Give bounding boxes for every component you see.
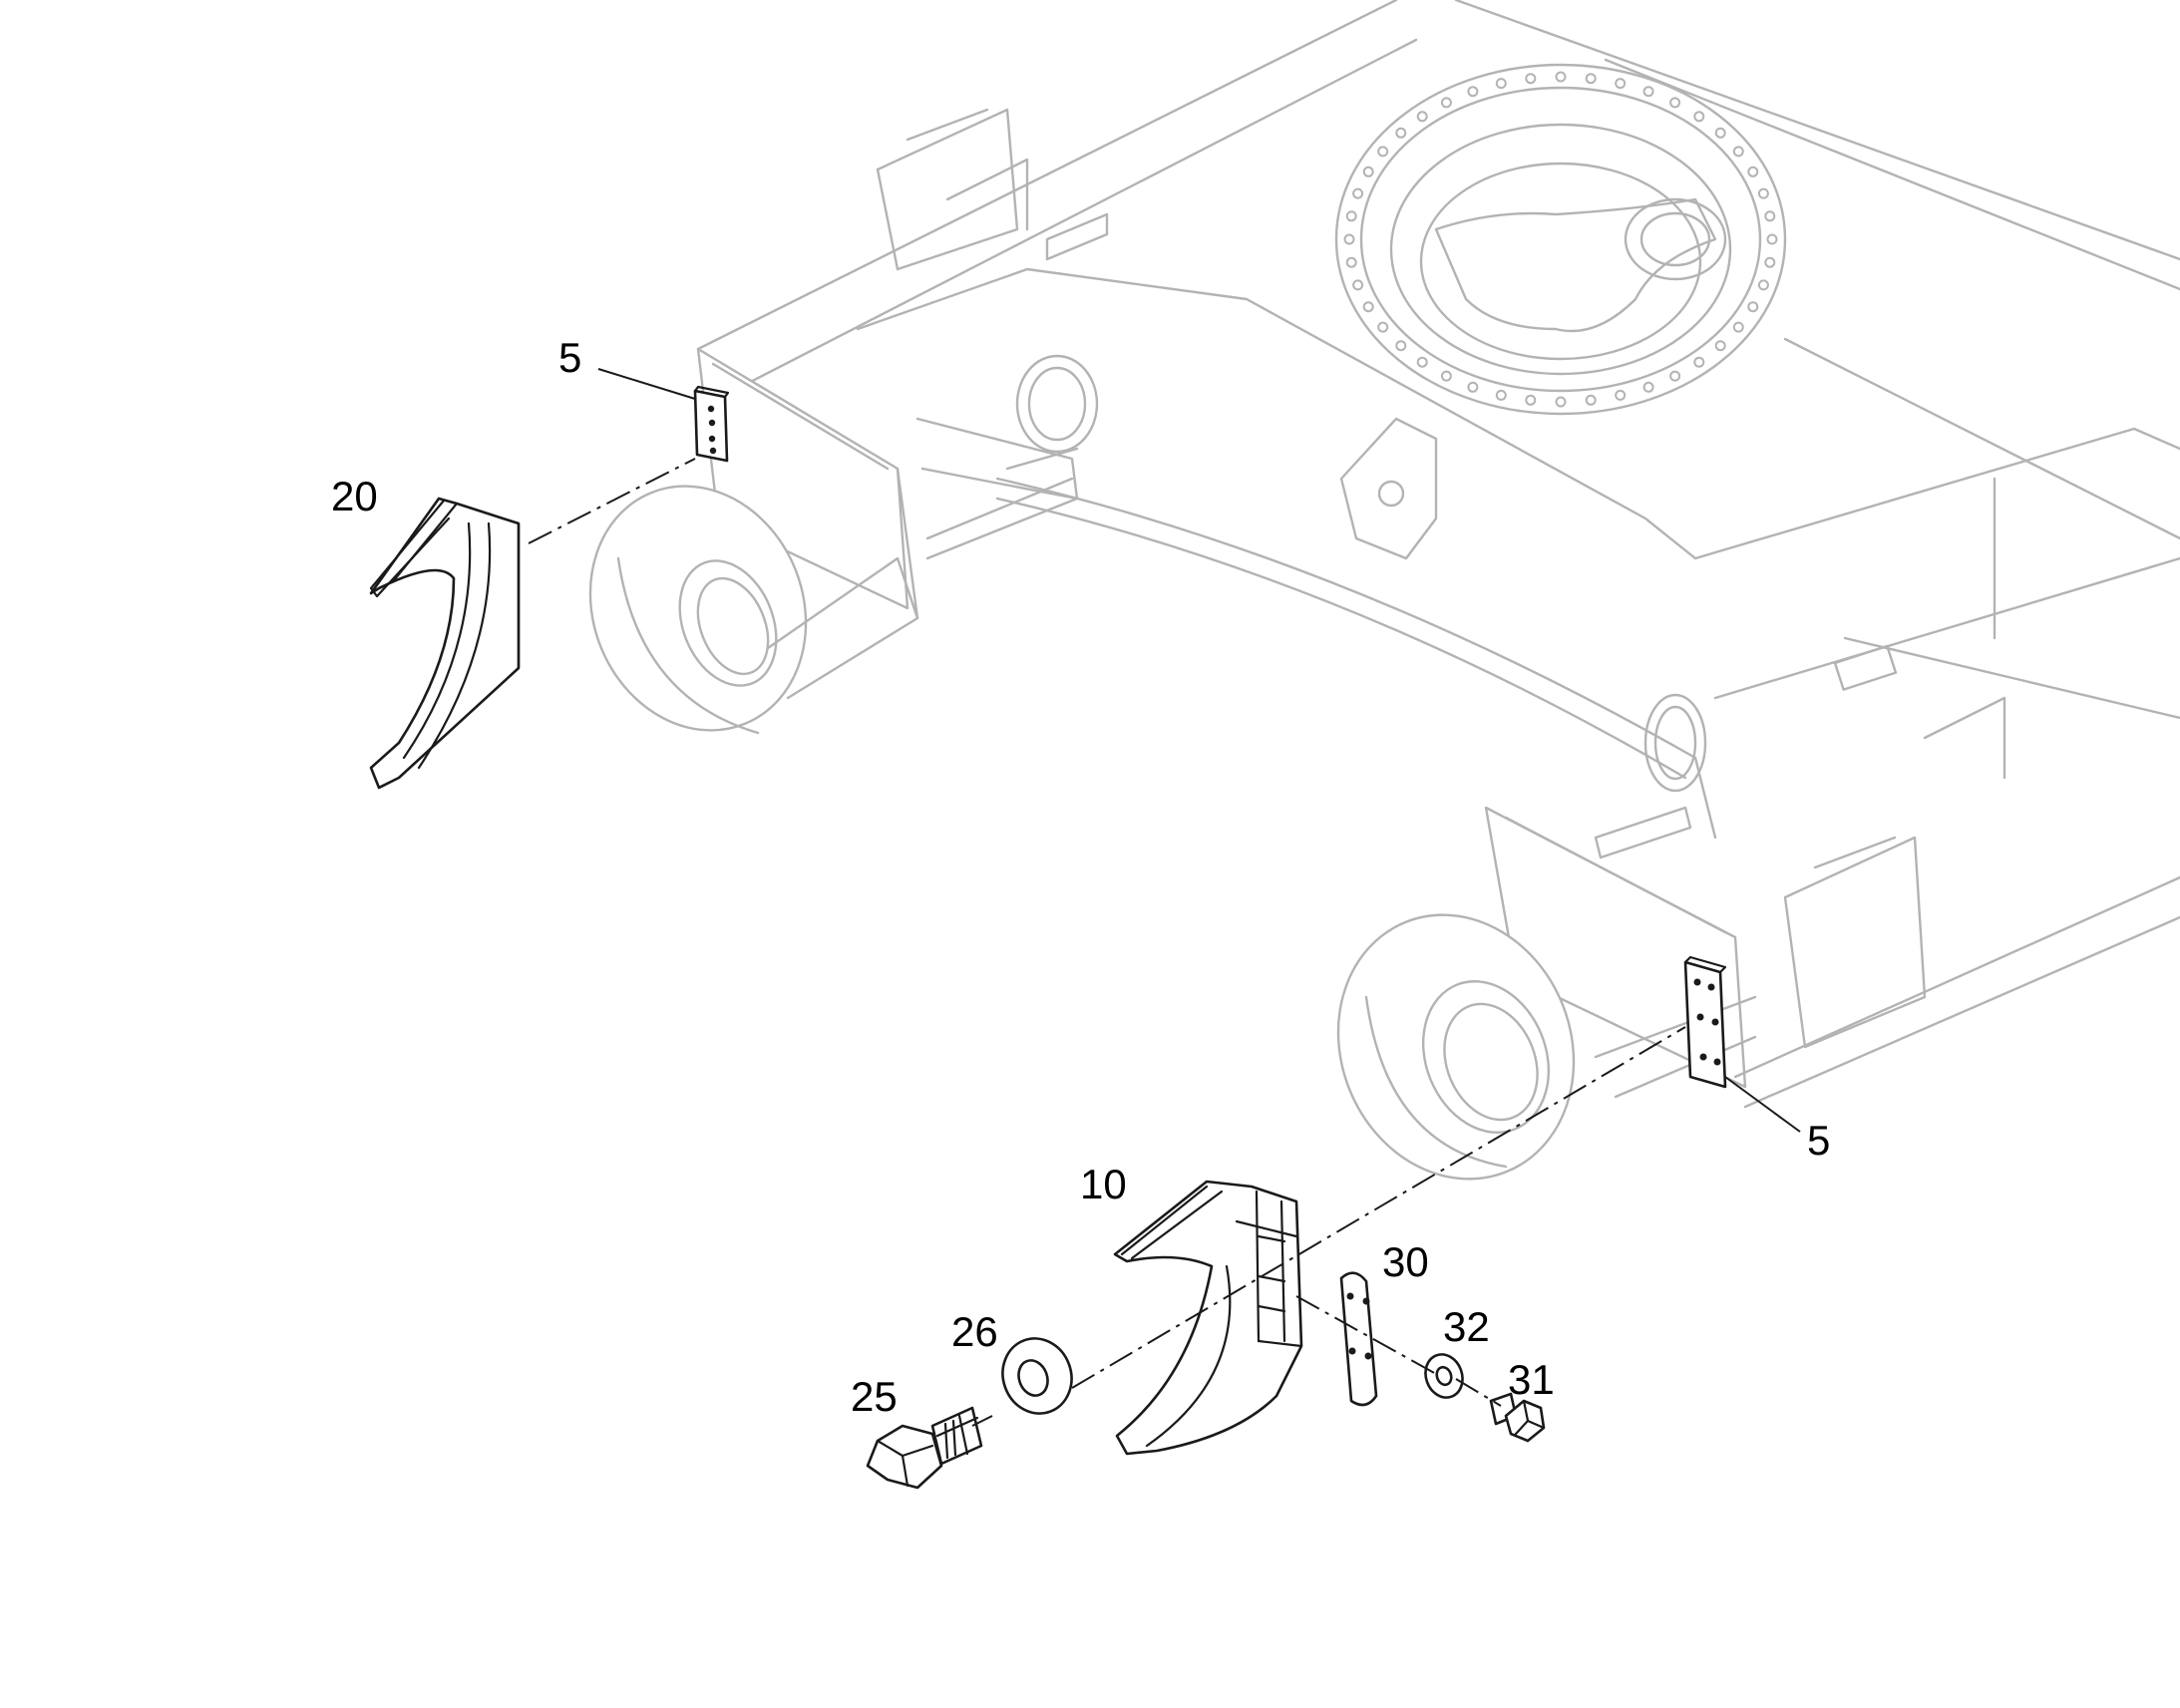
- bearing-bolt-hole: [1615, 78, 1627, 90]
- bearing-bolt-hole: [1693, 111, 1705, 123]
- bearing-bolt-hole: [1343, 233, 1355, 245]
- undercarriage-frame: [588, 0, 2180, 1181]
- callout-10: 10: [1080, 1161, 1127, 1207]
- callout-25: 25: [851, 1373, 898, 1420]
- bearing-bolt-hole: [1764, 210, 1776, 222]
- bearing-bolt-hole: [1669, 370, 1681, 382]
- bearing-bolt-hole: [1495, 78, 1507, 90]
- bearing-bolt-hole: [1416, 111, 1428, 123]
- callout-32: 32: [1443, 1303, 1490, 1350]
- part-30-clamp-plate[interactable]: [1339, 1271, 1378, 1407]
- bearing-bolt-hole: [1555, 396, 1567, 408]
- bearing-bolt-hole: [1642, 86, 1654, 98]
- bearing-bolt-hole: [1714, 340, 1726, 352]
- bearing-bolt-hole: [1642, 381, 1654, 393]
- bearing-bolt-hole: [1555, 71, 1567, 83]
- bearing-bolt-hole: [1362, 301, 1374, 313]
- bearing-bolt-hole: [1352, 279, 1364, 291]
- bearing-bolt-hole: [1525, 73, 1537, 85]
- bearing-bolt-hole: [1352, 187, 1364, 199]
- bearing-bolt-hole: [1615, 389, 1627, 401]
- bearing-bolt-hole: [1440, 97, 1452, 109]
- part-32-small-washer[interactable]: [1420, 1349, 1469, 1403]
- callout-20: 20: [331, 473, 378, 519]
- bearing-bolt-hole: [1585, 73, 1597, 85]
- part-25-hex-bolt[interactable]: [866, 1406, 983, 1490]
- callout-26: 26: [951, 1308, 998, 1355]
- bearing-bolt-hole: [1377, 146, 1389, 158]
- bearing-bolt-hole: [1766, 233, 1778, 245]
- bearing-bolt-hole: [1764, 256, 1776, 268]
- bearing-bolt-hole: [1585, 394, 1597, 406]
- callout-5-lower: 5: [1807, 1117, 1830, 1164]
- part-5-lower-plate[interactable]: [1683, 955, 1727, 1089]
- part-20-track-guide[interactable]: [369, 497, 521, 790]
- bearing-bolt-hole: [1714, 127, 1726, 139]
- part-5-upper-plate[interactable]: [693, 385, 730, 463]
- bearing-bolt-hole: [1467, 381, 1479, 393]
- bearing-bolt-hole: [1693, 356, 1705, 368]
- callout-labels: 5 20 5 10 30 26 32 25 31: [331, 334, 1830, 1420]
- bearing-bolt-hole: [1757, 279, 1769, 291]
- callout-5-upper: 5: [558, 334, 581, 381]
- callout-30: 30: [1382, 1238, 1429, 1285]
- assembly-center-lines: [528, 458, 1686, 1427]
- part-26-washer[interactable]: [992, 1329, 1082, 1424]
- bearing-bolt-holes: [1343, 71, 1778, 408]
- part-31-small-bolt[interactable]: [1489, 1392, 1546, 1443]
- bearing-bolt-hole: [1732, 146, 1744, 158]
- bearing-bolt-hole: [1747, 166, 1759, 177]
- bearing-bolt-hole: [1525, 394, 1537, 406]
- bearing-bolt-hole: [1757, 187, 1769, 199]
- bearing-bolt-hole: [1467, 86, 1479, 98]
- bearing-bolt-hole: [1345, 256, 1357, 268]
- bearing-bolt-hole: [1669, 97, 1681, 109]
- bearing-bolt-hole: [1416, 356, 1428, 368]
- bearing-bolt-hole: [1495, 389, 1507, 401]
- part-10-guard-bracket[interactable]: [1113, 1180, 1303, 1456]
- bearing-bolt-hole: [1395, 340, 1407, 352]
- callout-leaders: [597, 368, 1801, 1133]
- bearing-bolt-hole: [1377, 321, 1389, 333]
- bearing-bolt-hole: [1395, 127, 1407, 139]
- bearing-bolt-hole: [1732, 321, 1744, 333]
- callout-31: 31: [1508, 1356, 1555, 1403]
- bearing-bolt-hole: [1440, 370, 1452, 382]
- bearing-bolt-hole: [1362, 166, 1374, 177]
- bearing-bolt-hole: [1747, 301, 1759, 313]
- bearing-bolt-hole: [1345, 210, 1357, 222]
